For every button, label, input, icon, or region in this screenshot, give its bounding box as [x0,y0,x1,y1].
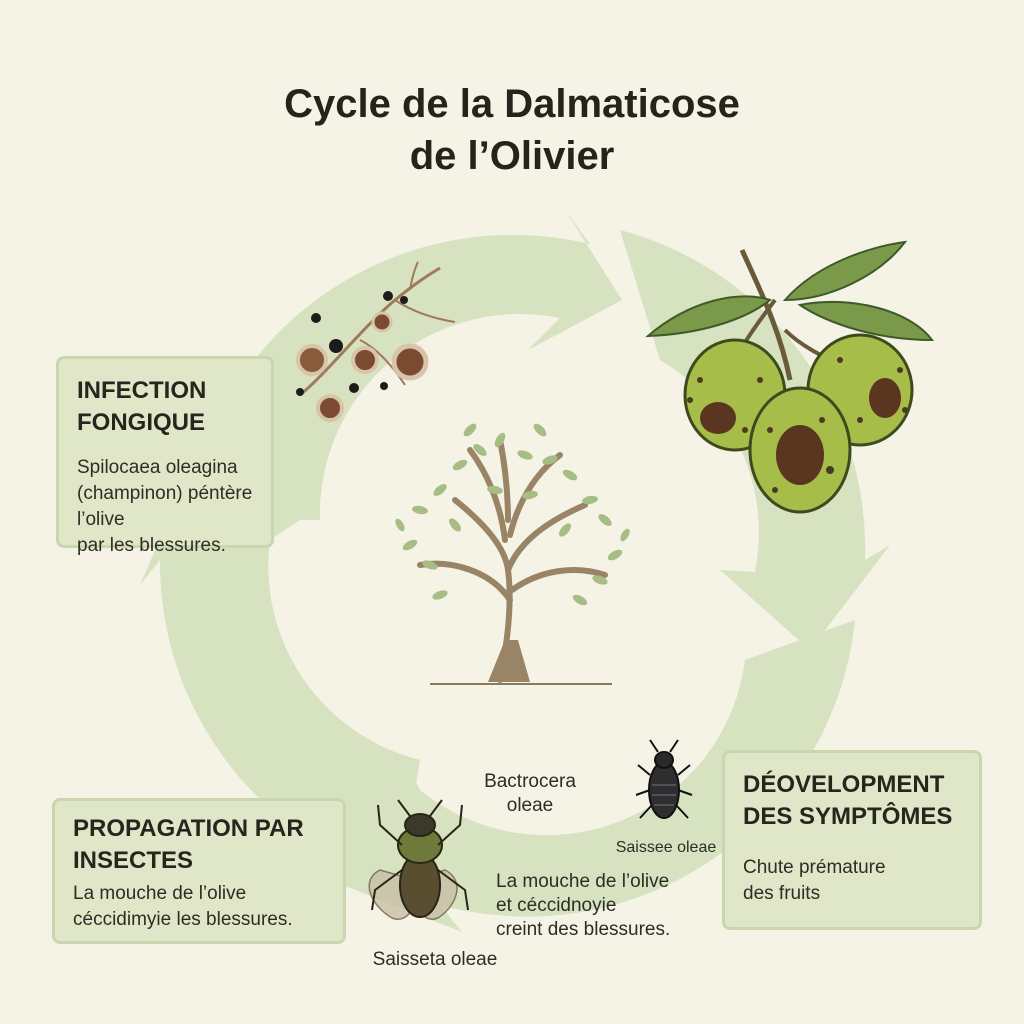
symptoms-stage-box: DÉOVELOPMENT DES SYMPTÔMES Chute prématu… [722,750,982,930]
symptoms-text-line-1: Chute prémature [743,857,886,878]
diagram-title: Cycle de la Dalmaticose de l’Olivier [0,78,1024,182]
saisseta-label: Saisseta oleae [372,949,498,970]
infection-heading-line-2: FONGIQUE [77,409,206,436]
title-line-2: de l’Olivier [409,134,615,178]
arrow-bottom [330,620,855,932]
infection-stage-box: INFECTION FONGIQUE Spilocaea oleagina (c… [56,356,274,556]
mouche-label: La mouche de l’olive et céccidnoyie crei… [496,870,716,942]
infection-heading-line-1: INFECTION [77,377,207,404]
symptoms-text: Chute prémature des fruits [743,855,961,907]
infection-text-line-3: par les blessures. [77,535,226,556]
bactrocera-label-line-1: Bactrocera [484,771,576,792]
propagation-text-line-2: céccidimyie les blessures. [73,909,293,930]
bactrocera-label: Bactrocera oleae [460,770,600,818]
propagation-stage-box: PROPAGATION PAR INSECTES La mouche de l’… [52,798,346,944]
black-scale-insect-icon [635,739,693,819]
symptoms-heading-line-2: DES SYMPTÔMES [743,803,953,830]
symptoms-heading: DÉOVELOPMENT DES SYMPTÔMES [743,769,961,833]
propagation-heading: PROPAGATION PAR INSECTES [73,813,325,877]
propagation-text: La mouche de l’olive céccidimyie les ble… [73,881,325,933]
propagation-text-line-1: La mouche de l’olive [73,883,247,904]
arrow-left [140,470,420,880]
infection-text: Spilocaea oleagina (champinon) péntère l… [77,455,253,559]
infection-text-line-1: Spilocaea oleagina [77,457,238,478]
symptoms-text-line-2: des fruits [743,883,821,904]
title-line-1: Cycle de la Dalmaticose [284,82,740,126]
infected-olives-icon [645,240,934,514]
olive-fly-icon [368,799,469,920]
infection-heading: INFECTION FONGIQUE [77,375,253,439]
propagation-heading-line-2: INSECTES [73,847,194,874]
arrow-top [186,210,622,520]
mouche-label-line-3: creint des blessures. [496,919,671,940]
propagation-heading-line-1: PROPAGATION PAR [73,815,304,842]
infection-text-line-2: (champinon) péntère l’olive [77,483,253,530]
symptoms-heading-line-1: DÉOVELOPMENT [743,771,945,798]
fungal-spores-icon [296,261,456,422]
mouche-label-line-1: La mouche de l’olive [496,871,670,892]
mouche-label-line-2: et céccidnoyie [496,895,617,916]
bactrocera-label-line-2: oleae [506,795,554,816]
olive-tree-icon [395,423,630,685]
saissee-label: Saissee oleae [615,839,717,856]
